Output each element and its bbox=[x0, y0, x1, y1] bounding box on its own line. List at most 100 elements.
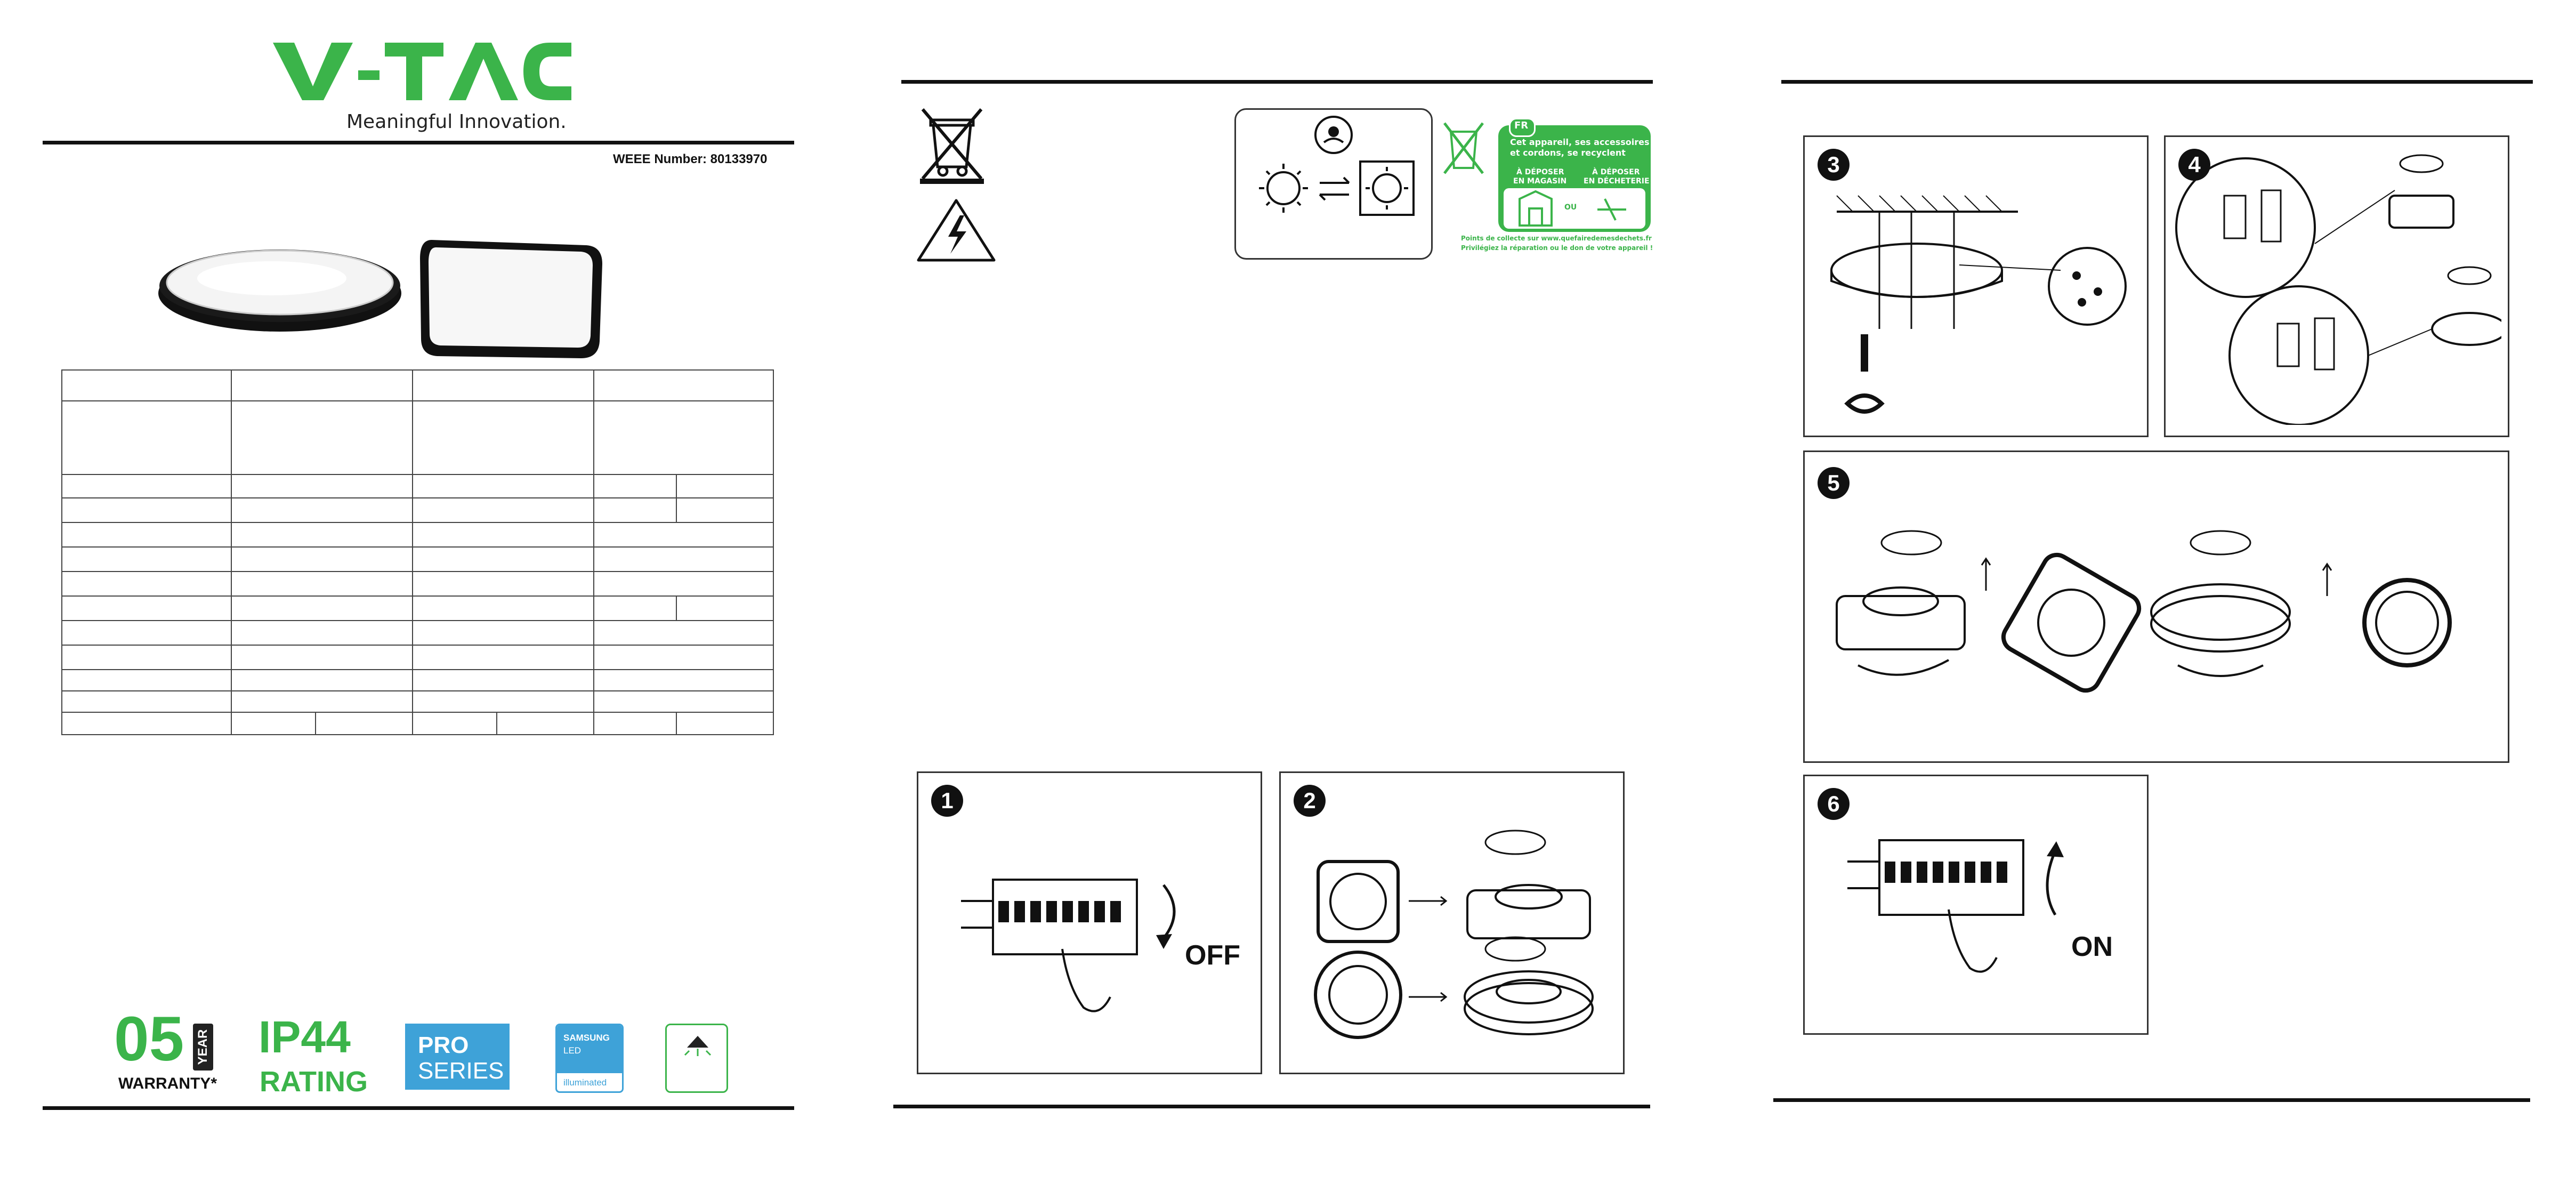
step-6-number: 6 bbox=[1818, 788, 1850, 820]
table-cell bbox=[61, 669, 232, 691]
fr-dump2: EN DÉCHETERIE bbox=[1584, 177, 1650, 186]
divider-top bbox=[43, 141, 794, 144]
table-cell bbox=[61, 620, 232, 646]
table-cell bbox=[412, 497, 594, 523]
panel-safety: FR Cet appareil, ses accessoires et cord… bbox=[859, 0, 1717, 1183]
table-cell bbox=[61, 400, 232, 475]
divider-top bbox=[901, 80, 1653, 84]
ip-rating: IP44 bbox=[259, 1012, 351, 1062]
table-cell bbox=[412, 546, 594, 572]
table-cell bbox=[61, 497, 232, 523]
table-cell bbox=[412, 522, 594, 548]
table-cell bbox=[231, 522, 413, 548]
ip-rating-label: RATING bbox=[260, 1066, 368, 1098]
ceiling-mount-icon bbox=[1830, 195, 2127, 414]
high-voltage-icon bbox=[917, 199, 996, 262]
step-2-number: 2 bbox=[1294, 785, 1326, 817]
table-cell bbox=[593, 546, 774, 572]
fr-line2: et cordons, se recyclent bbox=[1510, 148, 1626, 158]
table-cell bbox=[412, 400, 594, 475]
light-swap-icon bbox=[1259, 116, 1415, 216]
vtac-logo-icon bbox=[273, 43, 571, 100]
step-5-panel: 5 bbox=[1803, 450, 2509, 763]
step-3-number: 3 bbox=[1818, 149, 1850, 181]
weee-number: WEEE Number: 80133970 bbox=[613, 152, 768, 166]
table-cell bbox=[593, 669, 774, 691]
table-cell bbox=[412, 595, 594, 621]
table-cell bbox=[231, 645, 413, 670]
table-cell bbox=[315, 712, 413, 735]
table-cell bbox=[231, 474, 413, 498]
table-cell bbox=[61, 712, 232, 735]
spec-table bbox=[61, 369, 774, 735]
samsung-label: SAMSUNG bbox=[563, 1033, 610, 1043]
series-label: SERIES bbox=[418, 1058, 504, 1084]
cover-removal-icon bbox=[1314, 830, 1594, 1039]
table-cell bbox=[231, 620, 413, 646]
divider-top bbox=[1781, 80, 2533, 84]
table-cell bbox=[496, 712, 594, 735]
warranty-year: YEAR bbox=[196, 1029, 210, 1065]
fr-footer2: Privilégiez la réparation ou le don de v… bbox=[1461, 244, 1653, 252]
table-cell bbox=[61, 369, 232, 401]
divider-bottom bbox=[1773, 1098, 2530, 1102]
table-cell bbox=[231, 712, 316, 735]
samsung-led-header bbox=[557, 1025, 622, 1073]
step-6-panel: 6 ON bbox=[1803, 775, 2149, 1035]
table-cell bbox=[593, 645, 774, 670]
fr-store2: EN MAGASIN bbox=[1513, 177, 1567, 186]
table-cell bbox=[231, 669, 413, 691]
warranty-year-tag: YEAR bbox=[193, 1024, 213, 1071]
step-1-number: 1 bbox=[931, 785, 963, 817]
cover-attach-icon bbox=[1836, 530, 2452, 693]
warranty-number: 05 bbox=[114, 1004, 184, 1074]
table-cell bbox=[61, 595, 232, 621]
table-cell bbox=[412, 571, 594, 597]
brand-logo bbox=[273, 37, 571, 107]
divider-bottom bbox=[893, 1105, 1650, 1108]
table-cell bbox=[231, 497, 413, 523]
circuit-breaker-icon bbox=[961, 879, 1176, 1012]
fr-or: OU bbox=[1564, 203, 1577, 212]
table-cell bbox=[593, 369, 774, 401]
table-cell bbox=[593, 620, 774, 646]
table-cell bbox=[412, 369, 594, 401]
table-cell bbox=[593, 522, 774, 548]
table-cell bbox=[61, 474, 232, 498]
table-cell bbox=[231, 690, 413, 713]
fr-footer1: Points de collecte sur www.quefairedemes… bbox=[1461, 235, 1652, 242]
table-cell bbox=[593, 497, 677, 523]
samsung-led-badge: SAMSUNG LED illuminated bbox=[555, 1024, 624, 1093]
step-2-panel: 2 bbox=[1279, 771, 1625, 1074]
table-cell bbox=[61, 546, 232, 572]
warranty-label: WARRANTY* bbox=[118, 1075, 217, 1092]
table-cell bbox=[61, 690, 232, 713]
illuminated-label: illuminated bbox=[563, 1077, 607, 1088]
fr-store: À DÉPOSER bbox=[1516, 168, 1564, 176]
fr-tag-label: FR bbox=[1514, 120, 1529, 131]
table-cell bbox=[593, 690, 774, 713]
step-4-panel: 4 bbox=[2164, 135, 2509, 437]
table-cell bbox=[231, 369, 413, 401]
table-cell bbox=[593, 474, 677, 498]
table-cell bbox=[61, 571, 232, 597]
round-lamp-image bbox=[158, 250, 401, 332]
led-label: LED bbox=[563, 1045, 582, 1056]
store-and-dump-icon bbox=[1519, 190, 1626, 227]
brand-tagline: Meaningful Innovation. bbox=[346, 111, 567, 133]
table-cell bbox=[412, 690, 594, 713]
table-cell bbox=[412, 645, 594, 670]
table-cell bbox=[412, 474, 594, 498]
table-cell bbox=[61, 522, 232, 548]
square-lamp-image bbox=[420, 240, 602, 358]
table-cell bbox=[231, 546, 413, 572]
fr-line1: Cet appareil, ses accessoires bbox=[1510, 137, 1650, 147]
table-cell bbox=[676, 497, 774, 523]
fr-recycling-panel: FR Cet appareil, ses accessoires et cord… bbox=[1498, 118, 1651, 232]
circuit-breaker-on-icon bbox=[1847, 839, 2064, 973]
divider-bottom bbox=[43, 1106, 794, 1110]
table-cell bbox=[593, 400, 774, 475]
off-label: OFF bbox=[1185, 940, 1240, 971]
step-1-panel: 1 OFF bbox=[917, 771, 1262, 1074]
table-cell bbox=[412, 620, 594, 646]
